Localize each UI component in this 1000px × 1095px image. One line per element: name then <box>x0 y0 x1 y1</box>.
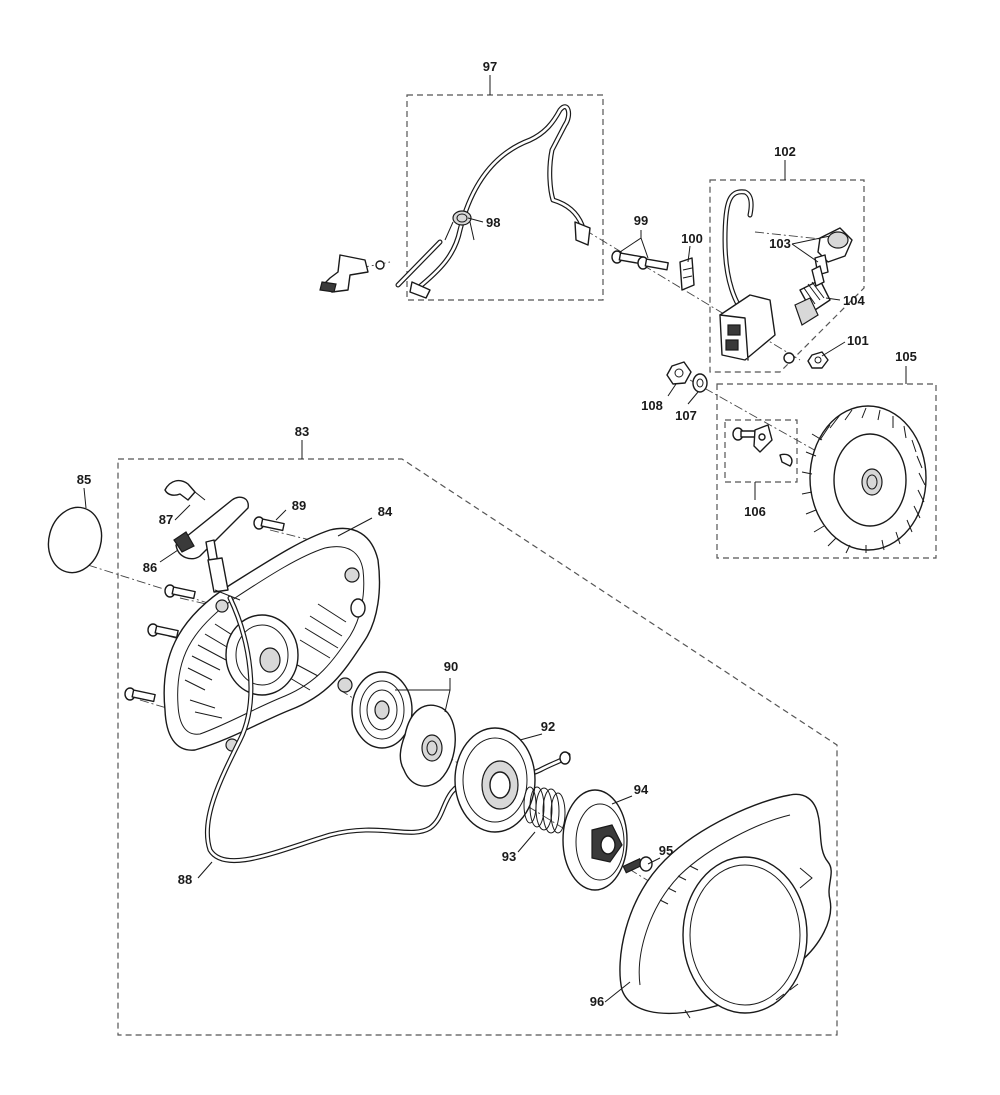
callout-94: 94 <box>634 782 649 797</box>
group-box-105 <box>716 383 937 559</box>
rope-pulley-plate-90 <box>399 704 456 787</box>
axis-line <box>71 559 231 611</box>
callout-107: 107 <box>675 408 697 423</box>
throttle-rod-assembly <box>395 104 591 299</box>
flywheel-105 <box>801 405 927 554</box>
callout-labels: 97 98 99 100 102 103 104 101 105 108 107… <box>77 59 917 1009</box>
throttle-trigger <box>319 254 385 293</box>
rope-insert-87 <box>164 479 206 501</box>
screw-95 <box>622 856 653 874</box>
callout-93: 93 <box>502 849 516 864</box>
compression-spring-93 <box>523 786 566 834</box>
callout-100: 100 <box>681 231 703 246</box>
screw-89b <box>164 584 196 600</box>
callout-85: 85 <box>77 472 91 487</box>
rope-drum-92 <box>454 727 571 833</box>
callout-97: 97 <box>483 59 497 74</box>
callout-103: 103 <box>769 236 791 251</box>
axis-line <box>689 379 851 471</box>
callout-83: 83 <box>295 424 309 439</box>
callout-88: 88 <box>178 872 192 887</box>
leader-lines <box>83 75 907 1003</box>
axis-line <box>269 529 311 541</box>
group-box-102 <box>709 179 865 373</box>
callout-104: 104 <box>843 293 865 308</box>
screw-89c <box>147 623 179 639</box>
callout-84: 84 <box>378 504 393 519</box>
callout-95: 95 <box>659 843 673 858</box>
callout-105: 105 <box>895 349 917 364</box>
callout-102: 102 <box>774 144 796 159</box>
starter-pulley-94 <box>562 789 628 891</box>
callout-86: 86 <box>143 560 157 575</box>
callout-90: 90 <box>444 659 458 674</box>
gasket-85 <box>47 506 103 574</box>
starter-housing-84 <box>163 527 381 752</box>
pawl-set-106 <box>732 424 793 467</box>
callout-99: 99 <box>634 213 648 228</box>
spring-98 <box>444 210 475 241</box>
screw-89a <box>253 516 285 532</box>
recoil-spring-90 <box>351 671 413 749</box>
callout-92: 92 <box>541 719 555 734</box>
callout-89: 89 <box>292 498 306 513</box>
group-box-97 <box>406 94 604 301</box>
starter-handle-86 <box>173 496 249 601</box>
callout-96: 96 <box>590 994 604 1009</box>
fan-cover-96 <box>619 793 832 1019</box>
screw-89d <box>124 687 156 703</box>
callout-101: 101 <box>847 333 869 348</box>
spark-plug-104 <box>794 265 831 326</box>
callout-98: 98 <box>486 215 500 230</box>
callout-108: 108 <box>641 398 663 413</box>
ignition-coil-102 <box>719 189 795 364</box>
nut-101 <box>807 351 829 369</box>
group-box-106 <box>724 419 798 483</box>
axis-line <box>754 231 831 241</box>
clip-100 <box>679 257 695 291</box>
callout-106: 106 <box>744 504 766 519</box>
nut-108 <box>666 361 692 385</box>
callout-87: 87 <box>159 512 173 527</box>
washer-107 <box>692 373 708 393</box>
bolt-99b <box>637 256 669 271</box>
